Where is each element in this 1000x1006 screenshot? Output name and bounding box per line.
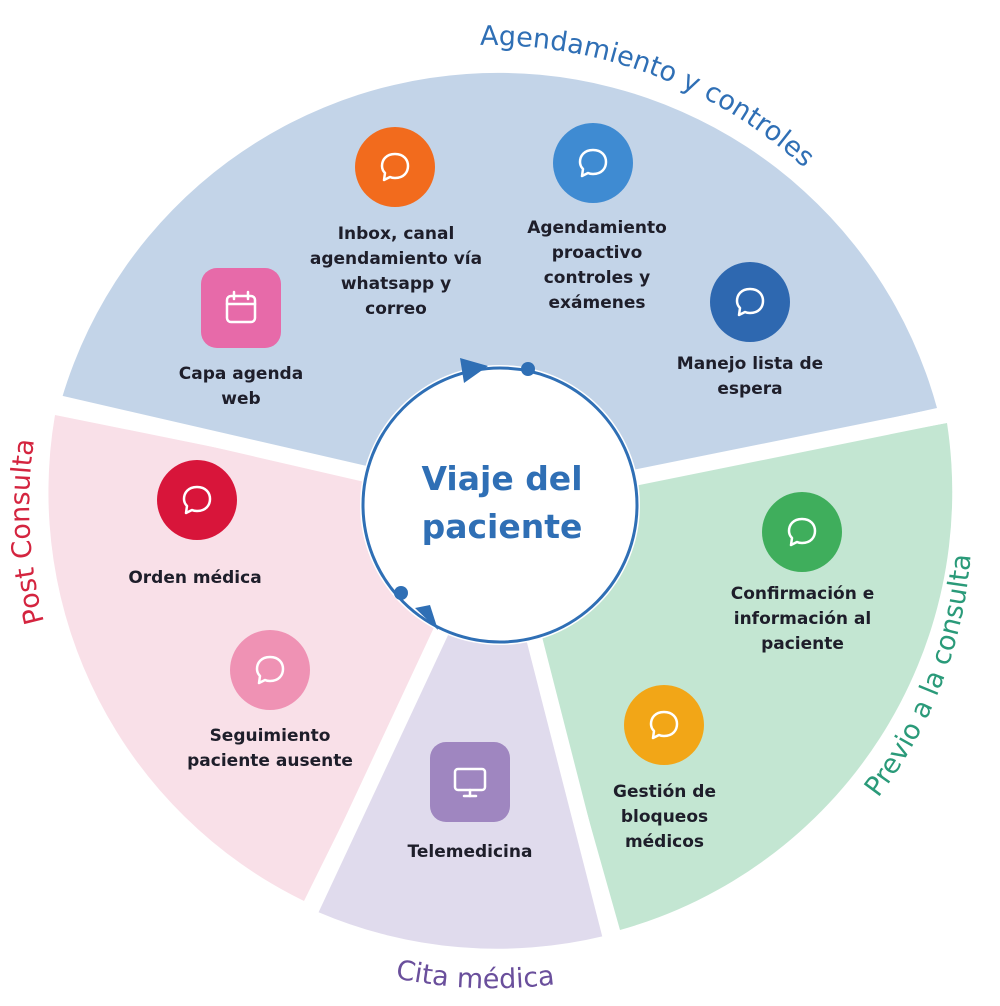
chat-bubble-icon <box>553 123 633 203</box>
chat-bubble-icon <box>157 460 237 540</box>
cycle-dot-top <box>521 362 535 376</box>
chat-bubble-icon <box>355 127 435 207</box>
cycle-arrow-top <box>460 358 488 383</box>
calendar-icon <box>201 268 281 348</box>
item-label-seguimiento: Seguimiento paciente ausente <box>187 726 353 771</box>
sector-agendamiento <box>62 72 937 505</box>
center-disc <box>360 365 640 645</box>
item-label-telemedicina: Telemedicina <box>407 842 533 862</box>
chat-bubble-icon <box>710 262 790 342</box>
item-label-inbox: Inbox, canal agendamiento vía whatsapp y… <box>309 224 483 319</box>
cycle-dot-left <box>394 586 408 600</box>
item-label-lista-espera: Manejo lista de espera <box>676 354 824 399</box>
item-label-capa-agenda: Capa agenda web <box>178 364 304 409</box>
section-title-post: Post Consulta <box>5 437 51 628</box>
center-ring <box>361 366 639 644</box>
chat-bubble-icon <box>762 492 842 572</box>
chat-bubble-icon <box>230 630 310 710</box>
cycle-arrow-left <box>415 605 438 630</box>
section-title-cita: Cita médica <box>394 955 556 996</box>
item-label-orden-medica: Orden médica <box>128 568 262 588</box>
center-title: Viaje del paciente <box>421 459 583 546</box>
item-label-agendamiento-proactivo: Agendamiento proactivo controles y exáme… <box>527 218 667 313</box>
chat-bubble-icon <box>624 685 704 765</box>
sector-cita <box>318 505 604 949</box>
item-label-confirmacion: Confirmación e información al paciente <box>730 584 875 654</box>
monitor-icon <box>430 742 510 822</box>
item-label-bloqueos: Gestión de bloqueos médicos <box>613 782 716 852</box>
